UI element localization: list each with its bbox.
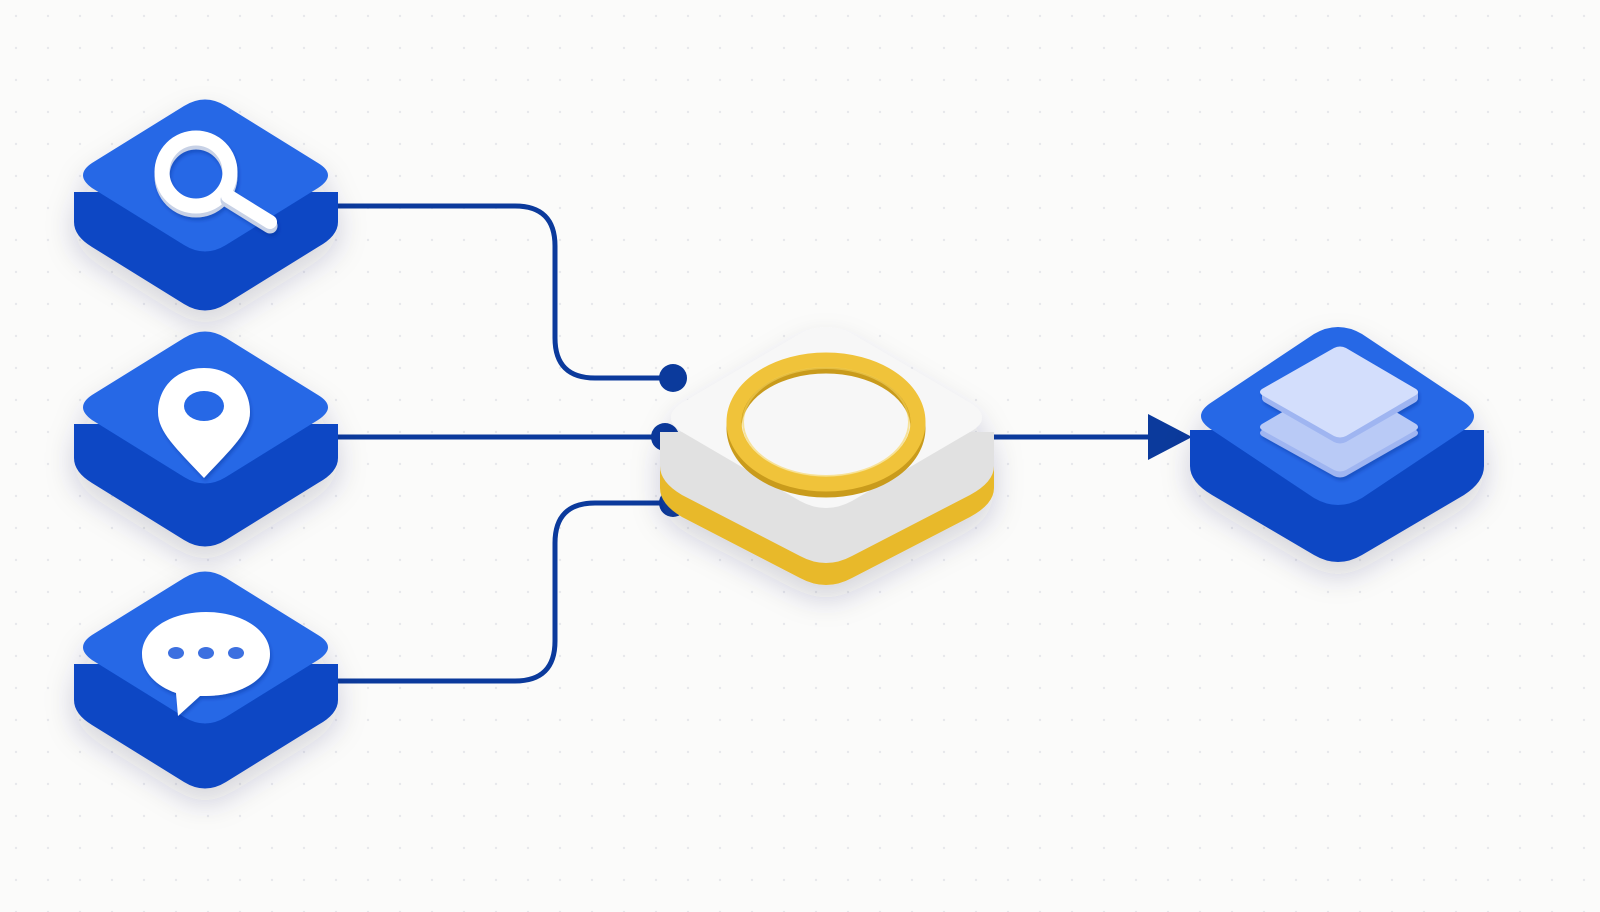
tile-location-side: [74, 424, 338, 547]
search-icon: [154, 130, 278, 234]
arrowhead-icon: [1148, 414, 1192, 460]
connector-dot-search: [659, 364, 687, 392]
connector-chat-to-hub: [335, 500, 675, 684]
ring-icon: [726, 352, 926, 498]
chat-bubble-icon: [142, 612, 270, 716]
layers-icon-top-sheet: [1260, 346, 1418, 438]
layers-icon: [1260, 346, 1418, 478]
location-pin-icon: [158, 368, 250, 478]
connectors: [335, 203, 1155, 684]
connector-search-to-hub: [335, 203, 675, 381]
tile-chat-side: [74, 664, 338, 789]
